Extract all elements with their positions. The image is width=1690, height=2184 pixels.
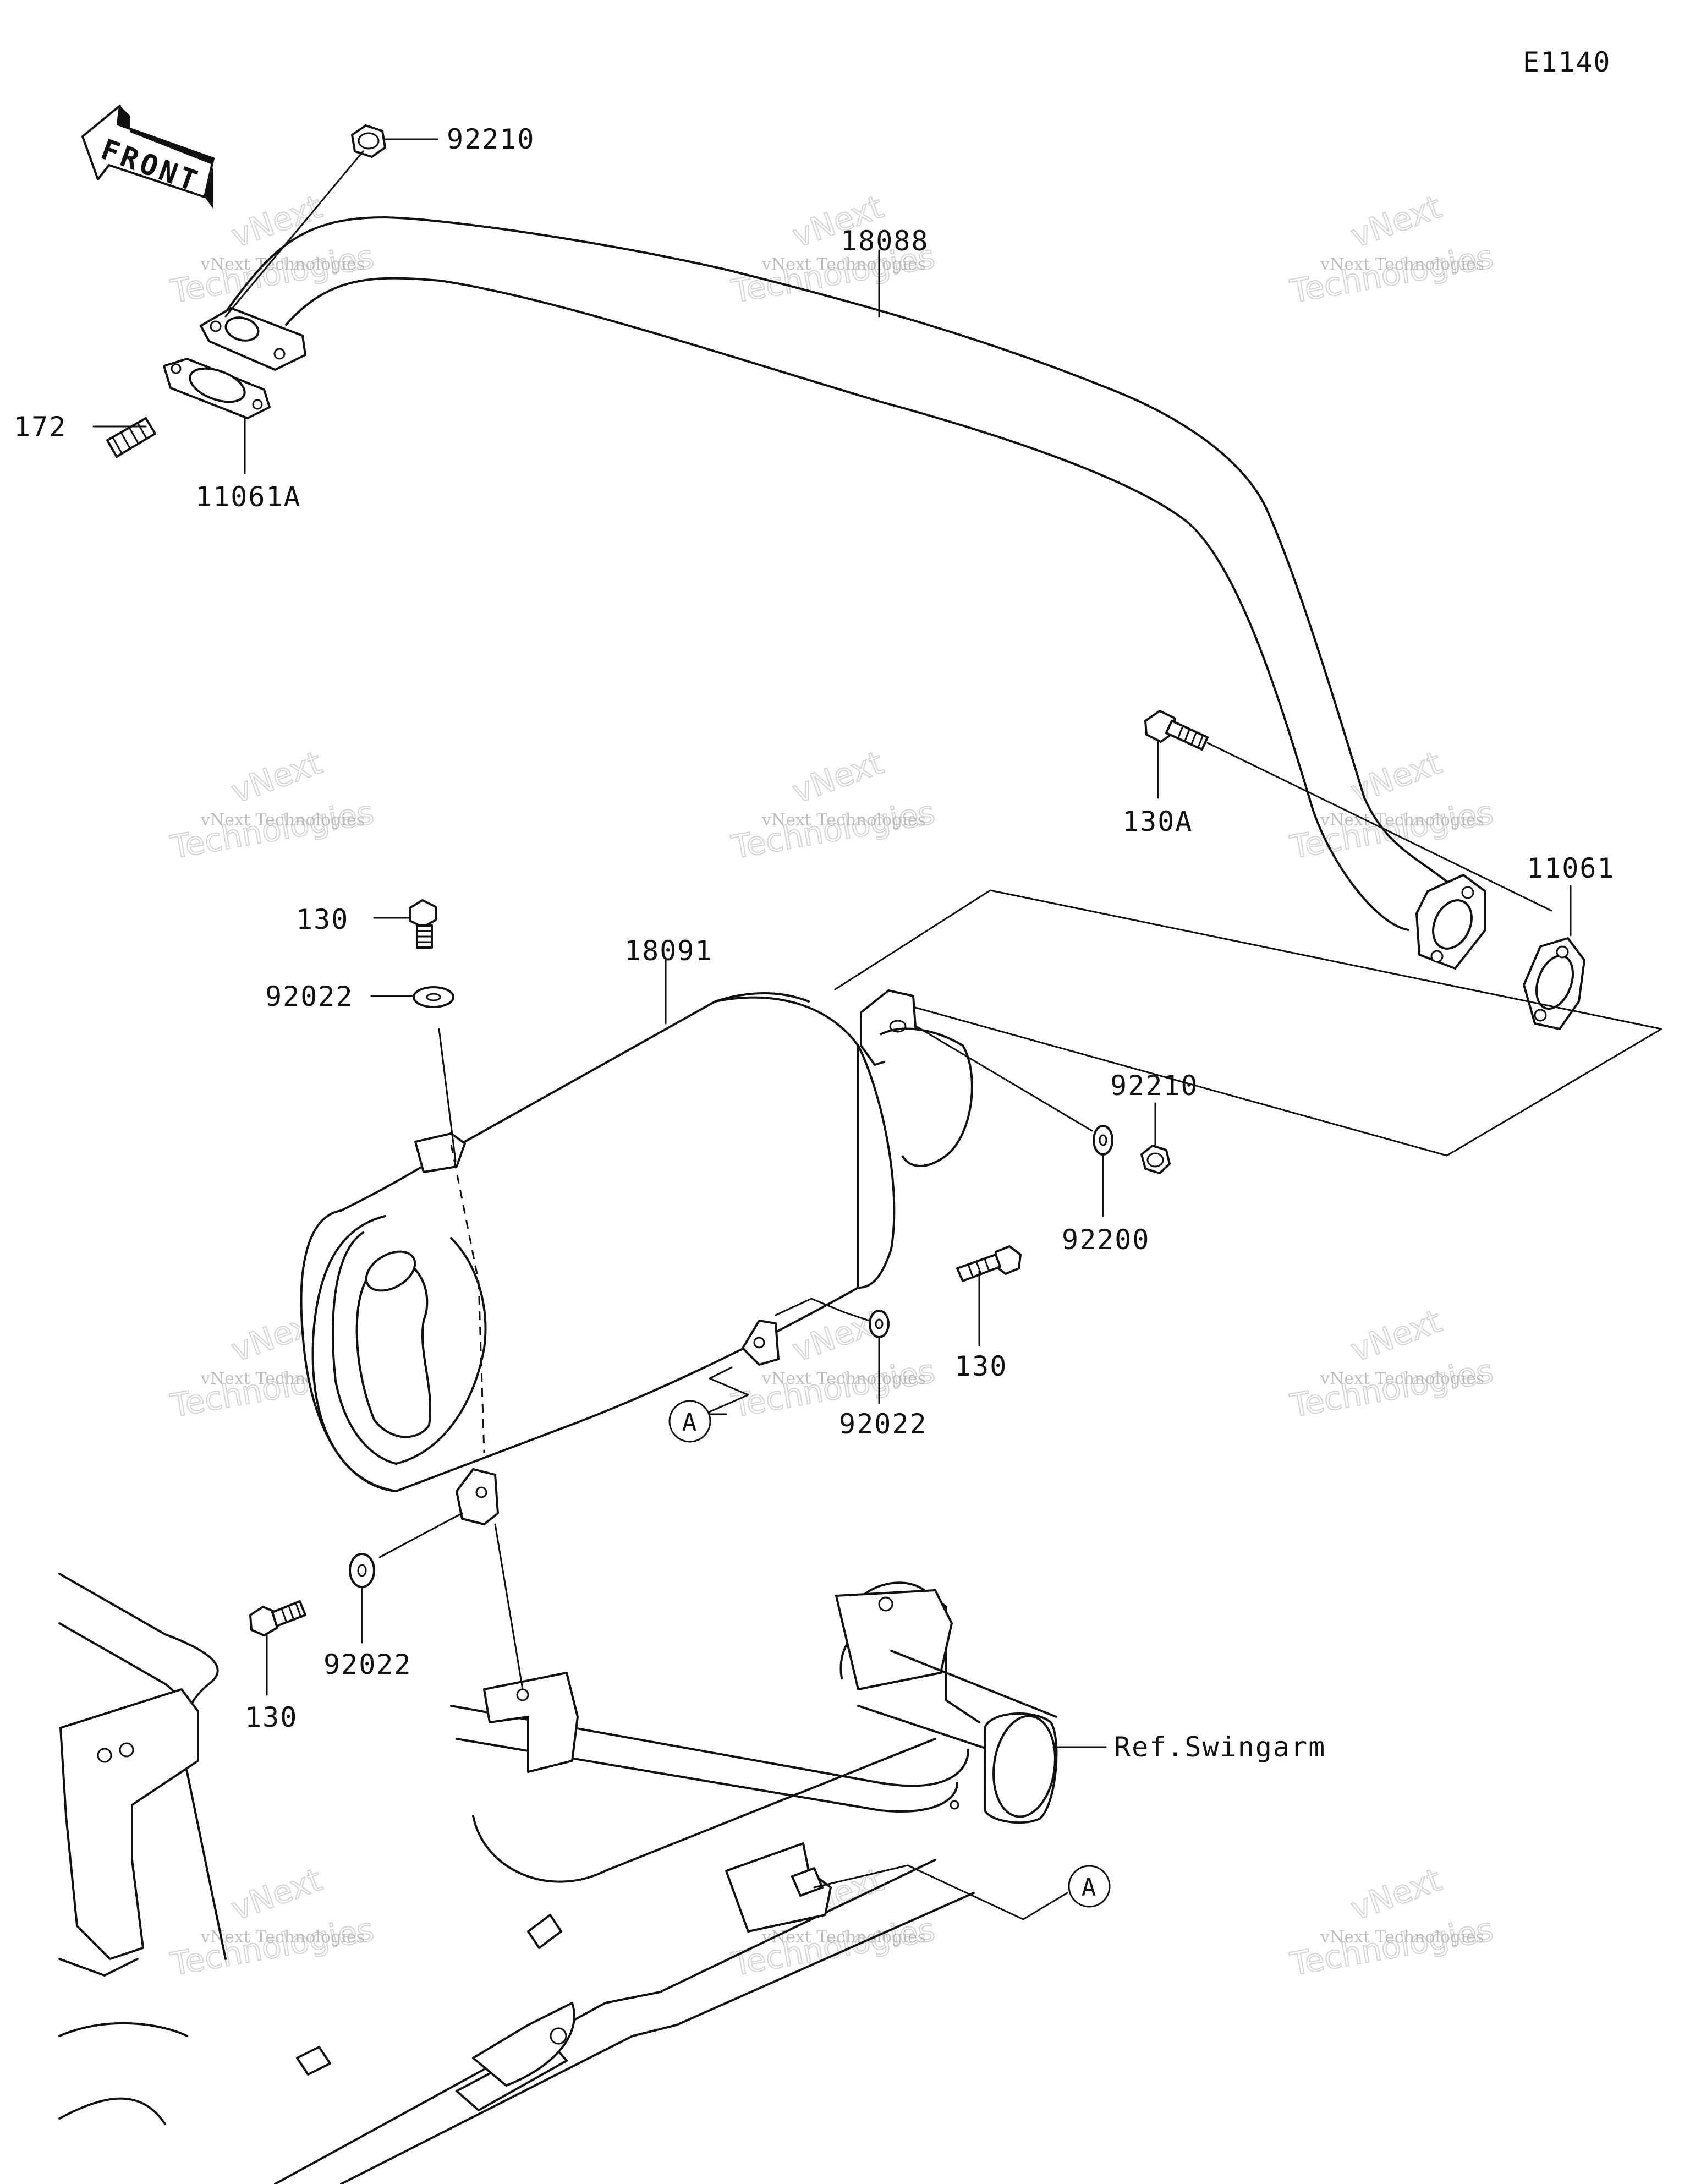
callout-a-lower: A <box>1068 1865 1111 1908</box>
bolt-130-mid <box>956 1245 1022 1282</box>
gasket-11061 <box>1523 937 1585 1030</box>
part-label: 130 <box>245 1701 298 1733</box>
part-label: 130 <box>954 1350 1007 1382</box>
svg-text:vNext: vNext <box>1346 188 1446 255</box>
assembly-outline <box>834 889 1662 1157</box>
callout-a-upper: A <box>668 1400 711 1443</box>
part-label: 172 <box>14 411 67 443</box>
svg-text:vNext: vNext <box>227 188 327 255</box>
svg-text:Technologies: Technologies <box>1287 1352 1496 1425</box>
svg-text:vNext Technologies: vNext Technologies <box>761 1369 926 1388</box>
frame-swingarm <box>58 1573 1058 2184</box>
flange-nut-92210-top <box>351 124 386 158</box>
part-label: 130A <box>1122 806 1193 838</box>
svg-text:vNext Technologies: vNext Technologies <box>761 811 926 830</box>
svg-text:vNext Technologies: vNext Technologies <box>761 255 926 274</box>
watermark: vNext Technologies vNext Technologies <box>167 1860 377 1984</box>
svg-text:vNext Technologies: vNext Technologies <box>200 255 365 274</box>
muffler <box>300 989 973 1525</box>
svg-text:vNext Technologies: vNext Technologies <box>200 811 365 830</box>
svg-text:vNext Technologies: vNext Technologies <box>1320 1928 1484 1947</box>
bolt-130a <box>1144 710 1209 751</box>
part-label: 130 <box>296 904 349 935</box>
svg-text:vNext: vNext <box>227 1860 327 1928</box>
leader-lines <box>92 138 1572 1920</box>
flange-nut-92210-mid <box>1140 1145 1171 1174</box>
stud-bolt-172 <box>106 417 156 458</box>
svg-text:Technologies: Technologies <box>168 1911 377 1983</box>
exhaust-pipe <box>200 216 1486 970</box>
part-label: 11061 <box>1527 852 1615 884</box>
part-labels: 92210 18088 172 11061A 130A 11061 130 92… <box>14 123 1615 1763</box>
svg-text:A: A <box>682 1409 698 1437</box>
part-label: 92210 <box>1110 1070 1199 1102</box>
part-label: 92022 <box>265 981 354 1012</box>
watermark: vNext Technologies vNext Technologies <box>1287 1860 1497 1984</box>
washer-92200 <box>1093 1125 1113 1156</box>
watermark: vNext Technologies vNext Technologies <box>1287 743 1497 867</box>
svg-text:vNext: vNext <box>1346 743 1446 811</box>
gasket-11061a <box>163 358 271 419</box>
svg-text:vNext Technologies: vNext Technologies <box>1320 1369 1484 1388</box>
bolt-130-top <box>409 899 437 949</box>
svg-text:vNext Technologies: vNext Technologies <box>200 1928 365 1947</box>
svg-text:vNext: vNext <box>788 743 888 811</box>
diagram-code: E1140 <box>1523 46 1611 78</box>
front-direction-arrow-icon: FRONT <box>81 105 215 209</box>
washer-92022-mid <box>869 1310 890 1338</box>
watermark: vNext Technologies vNext Technologies <box>1287 1301 1497 1425</box>
bolt-130-low <box>249 1600 306 1636</box>
part-label: 92200 <box>1062 1224 1150 1256</box>
ref-swingarm-label: Ref.Swingarm <box>1114 1731 1326 1763</box>
svg-text:Technologies: Technologies <box>1287 1911 1496 1983</box>
part-label: 92022 <box>839 1408 928 1440</box>
svg-text:Technologies: Technologies <box>168 238 377 310</box>
watermark: vNext Technologies vNext Technologies <box>728 743 939 867</box>
svg-text:Technologies: Technologies <box>729 793 938 866</box>
svg-text:vNext Technologies: vNext Technologies <box>1320 255 1484 274</box>
part-label: 11061A <box>195 481 301 513</box>
watermark: vNext Technologies vNext Technologies <box>167 743 377 867</box>
svg-text:vNext: vNext <box>227 743 327 811</box>
part-label: 92022 <box>323 1649 412 1681</box>
svg-text:vNext: vNext <box>1346 1860 1446 1928</box>
svg-text:vNext: vNext <box>1346 1302 1446 1369</box>
watermark: vNext Technologies vNext Technologies <box>1287 187 1497 311</box>
part-label: 18091 <box>624 935 713 967</box>
svg-text:Technologies: Technologies <box>168 793 377 866</box>
svg-text:A: A <box>1082 1874 1098 1902</box>
svg-text:vNext Technologies: vNext Technologies <box>1320 811 1484 830</box>
watermark: vNext Technologies vNext Technologies <box>167 187 377 311</box>
svg-text:Technologies: Technologies <box>1287 238 1496 310</box>
washer-92022-top <box>413 986 454 1008</box>
washer-92022-low <box>349 1553 375 1588</box>
part-label: 92210 <box>447 123 535 155</box>
part-label: 18088 <box>841 225 929 257</box>
svg-text:Technologies: Technologies <box>1287 793 1496 866</box>
